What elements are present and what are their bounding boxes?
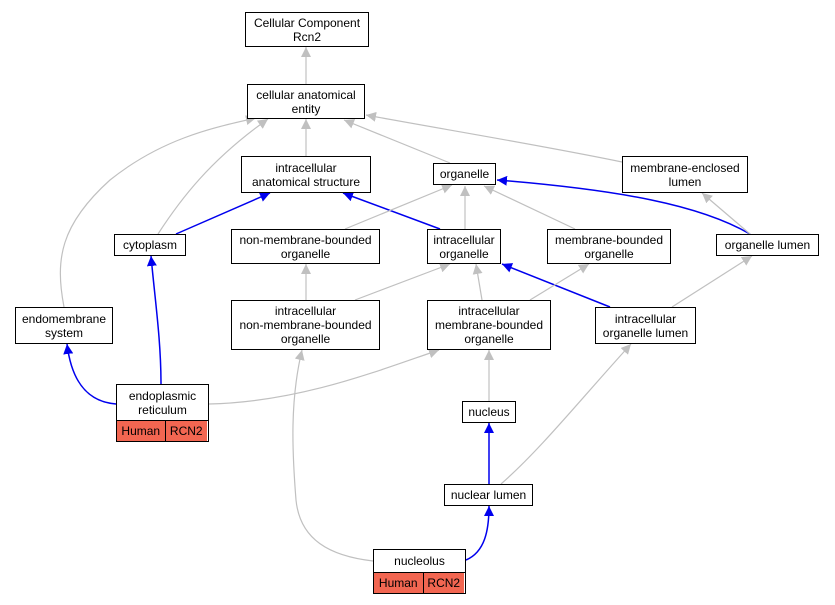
node-label-line: organelle lumen [724, 238, 811, 252]
node-label-line: organelle [439, 167, 490, 181]
edge-part-of-er-to-cytoplasm [146, 255, 162, 385]
node-label-line: organelle [280, 246, 331, 261]
node-label-line: organelle [439, 246, 489, 261]
edge-is-a-organelle-to-cae [343, 119, 451, 164]
node-label-line: organelle lumen [602, 325, 689, 340]
gene-tag[interactable]: RCN2 [164, 421, 207, 441]
node-label-line: membrane-bounded [434, 318, 544, 332]
edge-part-of-iol-to-io [501, 263, 611, 308]
node-organelle[interactable]: organelle [433, 163, 496, 185]
edge-part-of-cytoplasm-to-ias [175, 192, 271, 235]
node-label-line: system [44, 325, 83, 340]
node-label-line: organelle [584, 246, 634, 261]
node-label-line: endomembrane [21, 311, 107, 326]
node-nucleus[interactable]: nucleus [462, 401, 516, 423]
node-label-line: intracellular [433, 232, 495, 247]
edge-is-a-endo-to-cae [59, 115, 257, 308]
edge-is-a-inmbo-to-io [354, 262, 451, 301]
edge-part-of-io-to-ias [342, 191, 441, 230]
node-label-line: cytoplasm [122, 238, 178, 252]
edge-is-a-cytoplasm-to-cae [157, 118, 269, 235]
node-nucleolus[interactable]: nucleolus [373, 549, 466, 573]
node-label-line: entity [291, 101, 321, 116]
edge-is-a-imbo-to-io [472, 263, 483, 301]
node-label-line: intracellular [274, 304, 337, 318]
node-label-line: anatomical structure [251, 174, 361, 189]
edge-part-of-nucleolus-to-nl [465, 505, 494, 561]
edge-is-a-nucleolus-to-inmbo [292, 349, 374, 562]
node-label-line: intracellular [614, 311, 677, 326]
node-label-line: membrane-bounded [554, 232, 664, 247]
node-label-line: organelle [280, 332, 331, 346]
edge-is-a-mel-to-cae [365, 111, 623, 163]
node-cytoplasm[interactable]: cytoplasm [114, 234, 186, 256]
node-label-line: membrane-enclosed [630, 160, 740, 175]
node-label-line: endoplasmic [128, 388, 197, 403]
node-label-line: non-membrane-bounded [239, 318, 372, 332]
edge-is-a-er-to-imbo [208, 348, 440, 405]
edge-is-a-iol-to-ol [671, 255, 753, 308]
species-tag[interactable]: Human [117, 421, 165, 441]
edge-part-of-ol-to-organelle [496, 175, 751, 235]
node-nl[interactable]: nuclear lumen [444, 484, 533, 506]
edge-is-a-ol-to-mel [701, 192, 751, 235]
edge-part-of-er-to-endo [63, 343, 117, 405]
node-label-line: Cellular Component [253, 15, 361, 30]
node-label-line: nucleolus [394, 554, 445, 568]
gene-tag[interactable]: RCN2 [422, 573, 464, 593]
edge-is-a-nl-to-iol [500, 343, 632, 485]
node-label-line: non-membrane-bounded [239, 232, 372, 247]
node-label-line: reticulum [138, 402, 187, 417]
node-label-line: Rcn2 [292, 29, 321, 44]
node-label-line: lumen [668, 174, 702, 189]
node-label-line: nuclear lumen [450, 488, 527, 502]
node-label-line: nucleus [468, 405, 510, 419]
edge-is-a-imbo-to-mbo [529, 263, 590, 301]
node-label-line: organelle [464, 332, 514, 346]
node-ol[interactable]: organelle lumen [716, 234, 819, 256]
species-tag[interactable]: Human [374, 573, 423, 593]
edge-is-a-mbo-to-organelle [483, 185, 576, 230]
edge-is-a-nmbo-to-organelle [344, 184, 453, 230]
node-label-line: intracellular [275, 160, 337, 175]
node-label-line: cellular anatomical [256, 87, 356, 102]
node-label-line: intracellular [458, 304, 520, 318]
